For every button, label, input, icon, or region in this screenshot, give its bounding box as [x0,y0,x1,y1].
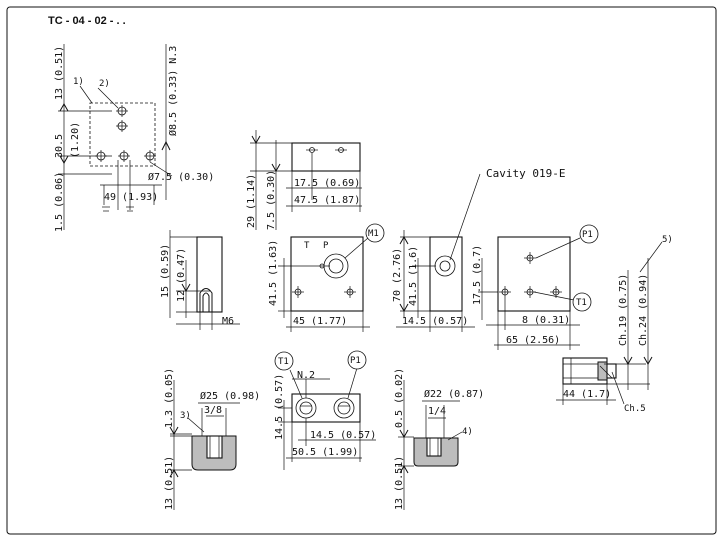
dim-45-label: 45 (1.77) [293,316,347,327]
dim-49-label: 49 (1.93) [104,192,158,203]
right-side-view: Cavity 019-E 70 (2.76) 41.5 (1.6) 14.5 (… [392,167,565,332]
callout-5: 5) [662,235,673,245]
dim-8-5-label: Ø8.5 (0.33) N.3 [167,46,179,136]
dim-41-5-side-label: 41.5 (1.6) [408,246,419,306]
dim-17-5-block-label: 17.5 (0.69) [294,178,360,189]
qty-n2-label: N.2 [297,370,315,381]
hole-upper-1 [116,105,128,117]
top-block-view: 29 (1.14) 7.5 (0.30) 17.5 (0.69) 47.5 (1… [246,130,362,230]
thread-3-8-label: 3/8 [204,405,222,416]
thread-1-4-label: 1/4 [428,406,446,417]
dim-12-label: 12 (0.47) [176,248,187,302]
dim-25-label: Ø25 (0.98) [200,390,260,402]
callout-p1-bubble [579,224,599,244]
dim-1-5-label: 1.5 (0.06) [54,172,65,232]
valve-view: 5) Ch.19 (0.75) Ch.24 (0.94) 44 (1.7) Ch… [556,235,673,414]
cavity-label: Cavity 019-E [486,167,565,180]
thread-m6-label: M6 [222,316,234,327]
bottom-right-section: 0.5 (0.02) Ø22 (0.87) 1/4 4) 13 (0.51) [394,368,484,510]
callout-m1-bubble [365,223,385,243]
callout-4: 4) [462,427,473,437]
dim-ch19-label: Ch.19 (0.75) [618,274,629,346]
hole-lower-right [144,150,156,162]
dim-22-label: Ø22 (0.87) [424,388,484,400]
dim-8-label: 8 (0.31) [522,315,570,326]
dim-65-label: 65 (2.56) [506,335,560,346]
top-left-hole-view: 13 (0.51) 30.5 (1.20) 1.5 (0.06) Ø8.5 (0… [54,44,214,232]
drawing-title: TC - 04 - 02 - . . [48,15,126,27]
callout-2: 2) [99,79,110,89]
callout-p1-rear: P1 [582,230,593,240]
dim-17-5-rear-label: 17.5 (0.7) [472,245,483,305]
dim-ch24-label: Ch.24 (0.94) [638,274,649,346]
callout-t1-bottom: T1 [278,357,289,367]
dim-41-5-front-label: 41.5 (1.63) [268,240,279,306]
dim-14-5-vertical-label: 14.5 (0.57) [274,374,285,440]
callout-t1-bubble [572,292,592,312]
dim-13-bottom-left-label: 13 (0.51) [164,456,175,510]
dim-7-5-label: Ø7.5 (0.30) [148,171,214,183]
callout-p1-bottom: P1 [350,356,361,366]
dim-13-label: 13 (0.51) [54,46,65,100]
callout-m1: M1 [368,229,379,239]
dim-ch5-label: Ch.5 [624,404,646,414]
rear-view: P1 T1 17.5 (0.7) 8 (0.31) 65 (2.56) [472,224,599,350]
dim-50-5-label: 50.5 (1.99) [292,447,358,458]
callout-3: 3) [180,411,191,421]
dim-30-5-label: 30.5 [54,134,65,158]
callout-p1-bubble-bottom [347,350,367,370]
port-p-mark: P [323,241,329,251]
hole-lower-mid [118,150,130,162]
callout-t1-rear: T1 [576,298,587,308]
hole-upper-2 [116,120,128,132]
dim-15-label: 15 (0.59) [160,244,171,298]
dim-14-5-side-label: 14.5 (0.57) [402,316,468,327]
dim-70-label: 70 (2.76) [392,248,403,302]
hole-lower-left [95,150,107,162]
bottom-left-section: 1.3 (0.05) Ø25 (0.98) 3/8 3) 13 (0.51) [164,368,260,510]
sheet-border [6,6,717,535]
dim-29-label: 29 (1.14) [246,174,257,228]
callout-t1-bubble-bottom [274,351,294,371]
dim-13-bottom-right-label: 13 (0.51) [394,456,405,510]
dim-1-20-label: (1.20) [70,122,81,158]
dim-47-5-block-label: 47.5 (1.87) [294,195,360,206]
front-view-m1: T P M1 41.5 (1.63) 45 (1.77) [268,223,385,332]
dim-0-5-label: 0.5 (0.02) [394,368,405,428]
bottom-top-view: T1 P1 N.2 14.5 (0.57) 14.5 (0.57) 50.5 (… [274,350,376,470]
dim-7-5-block-label: 7.5 (0.30) [266,170,277,230]
side-view-m6: 15 (0.59) 12 (0.47) M6 [160,230,240,330]
port-t-mark: T [304,241,310,251]
callout-1: 1) [73,77,84,87]
dim-1-3-label: 1.3 (0.05) [164,368,175,428]
dim-44-label: 44 (1.7) [563,389,611,400]
dim-14-5-horizontal-label: 14.5 (0.57) [310,430,376,441]
